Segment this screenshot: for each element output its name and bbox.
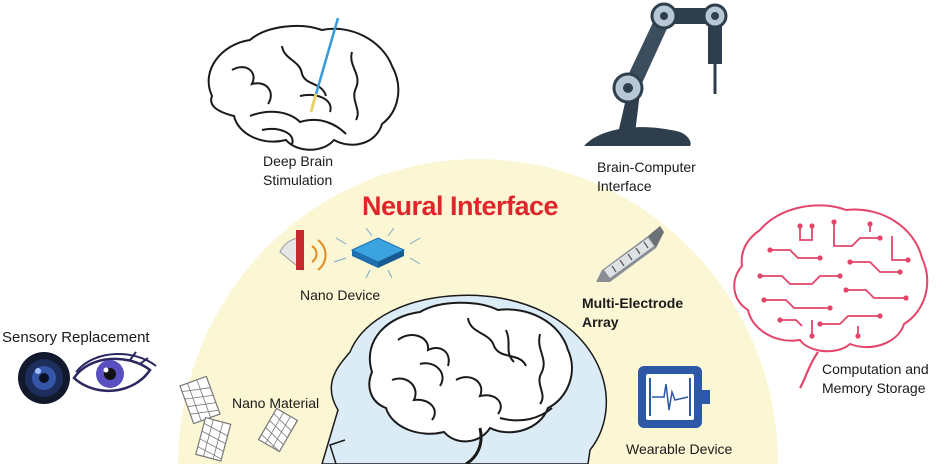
diagram-title: Neural Interface — [361, 191, 559, 221]
label-nano-device: Nano Device — [300, 287, 381, 303]
label-mea-line-2: Array — [582, 314, 619, 330]
circuit-brain-icon — [733, 204, 929, 389]
label-deep-brain-line-2: Stimulation — [263, 172, 333, 188]
nano-device-signal-icon — [279, 230, 327, 272]
camera-lens-icon — [18, 352, 70, 404]
nano-chip-icon — [333, 227, 421, 279]
label-bci-line-1: Brain-Computer — [597, 159, 696, 175]
central-brain-icon — [368, 301, 573, 464]
multi-electrode-array-icon — [596, 226, 664, 282]
label-bci-line-2: Interface — [597, 178, 652, 194]
label-computation-line-1: Computation and — [822, 361, 929, 377]
nano-material-tube-icon-3 — [257, 407, 299, 453]
label-computation-memory: Computation and Memory Storage — [822, 360, 929, 398]
label-brain-computer-interface: Brain-Computer Interface — [597, 158, 696, 196]
dbs-electrode-tip-icon — [309, 93, 318, 113]
eye-icon — [72, 351, 157, 392]
robotic-arm-icon — [584, 2, 728, 146]
wearable-device-icon — [638, 366, 710, 428]
nano-material-tube-icon-2 — [195, 416, 232, 462]
dbs-electrode-icon — [310, 17, 340, 109]
label-multi-electrode-array: Multi-Electrode Array — [582, 294, 683, 332]
circuit-nodes-icon — [757, 219, 911, 339]
label-mea-line-1: Multi-Electrode — [582, 295, 684, 311]
label-deep-brain-stimulation: Deep Brain Stimulation — [263, 152, 333, 190]
label-wearable-device: Wearable Device — [626, 441, 733, 457]
label-sensory-replacement: Sensory Replacement — [2, 329, 150, 346]
label-computation-line-2: Memory Storage — [822, 380, 926, 396]
label-nano-material: Nano Material — [232, 395, 320, 411]
deep-brain-stimulation-icon — [207, 24, 400, 151]
label-deep-brain-line-1: Deep Brain — [263, 153, 334, 169]
